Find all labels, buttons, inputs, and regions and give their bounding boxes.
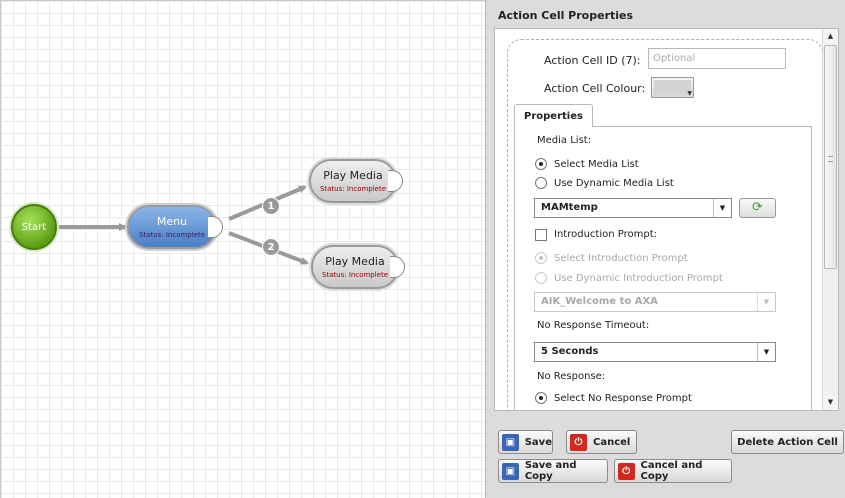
- intro-prompt-select[interactable]: AIK_Welcome to AXA ▼: [534, 292, 776, 312]
- cancel-copy-icon: ⏻: [618, 462, 635, 480]
- colour-picker-button[interactable]: ▼: [651, 77, 694, 98]
- connection-badge-1[interactable]: 1: [262, 197, 280, 215]
- play-media-node[interactable]: Play Media Status: Incomplete: [309, 159, 403, 203]
- menu-node-title: Menu: [156, 215, 188, 228]
- scrollbar-thumb[interactable]: [824, 45, 837, 269]
- menu-node-status: Status: Incomplete: [138, 231, 206, 239]
- save-button[interactable]: ▣ Save: [498, 430, 553, 454]
- properties-scrollbar[interactable]: ▲ ▼: [822, 29, 838, 410]
- scroll-down-icon[interactable]: ▼: [823, 395, 838, 410]
- media-list-select[interactable]: MAMtemp ▼: [534, 198, 732, 218]
- cancel-button-label: Cancel: [593, 436, 631, 448]
- play-media-node-status: Status: Incomplete: [321, 271, 389, 279]
- play-media-node[interactable]: Play Media Status: Incomplete: [311, 245, 405, 289]
- media-list-label: Media List:: [537, 135, 592, 146]
- menu-node[interactable]: Menu Status: Incomplete: [127, 205, 223, 249]
- media-list-select-value: MAMtemp: [541, 202, 598, 213]
- cancel-and-copy-button-label: Cancel and Copy: [640, 460, 703, 482]
- radio-select-intro-prompt[interactable]: [535, 252, 547, 264]
- play-media-node-title: Play Media: [323, 169, 383, 182]
- radio-select-media-list-label: Select Media List: [554, 159, 639, 170]
- intro-prompt-select-value: AIK_Welcome to AXA: [541, 296, 658, 307]
- no-response-label: No Response:: [537, 371, 606, 382]
- start-node[interactable]: Start: [11, 204, 57, 250]
- intro-prompt-checkbox[interactable]: [535, 229, 547, 241]
- save-and-copy-button[interactable]: ▣ Save and Copy: [498, 459, 608, 483]
- chevron-down-icon: ▼: [757, 343, 775, 361]
- delete-action-cell-button[interactable]: Delete Action Cell: [731, 430, 844, 454]
- radio-dynamic-intro-prompt[interactable]: [535, 272, 547, 284]
- radio-dynamic-media-list-label: Use Dynamic Media List: [554, 178, 674, 189]
- save-icon: ▣: [502, 433, 519, 451]
- play-media-node-status: Status: Incomplete: [319, 185, 387, 193]
- intro-prompt-label: Introduction Prompt:: [554, 229, 657, 240]
- save-and-copy-button-label: Save and Copy: [524, 460, 577, 482]
- save-button-label: Save: [524, 436, 552, 448]
- flow-connectors: [59, 185, 309, 265]
- cancel-and-copy-button[interactable]: ⏻ Cancel and Copy: [614, 459, 732, 483]
- radio-dynamic-intro-prompt-label: Use Dynamic Introduction Prompt: [554, 273, 723, 284]
- delete-action-cell-button-label: Delete Action Cell: [737, 436, 838, 448]
- panel-body: Action Cell ID (7): Action Cell Colour: …: [494, 28, 839, 411]
- tab-properties-label: Properties: [524, 110, 583, 122]
- colour-swatch: [654, 80, 691, 95]
- refresh-icon: ⟳: [752, 200, 763, 215]
- cancel-button[interactable]: ⏻ Cancel: [566, 430, 637, 454]
- chevron-down-icon: ▼: [687, 90, 692, 97]
- flow-canvas[interactable]: Start Menu Status: Incomplete Play Media…: [0, 0, 485, 498]
- no-response-timeout-value: 5 Seconds: [541, 346, 599, 357]
- chevron-down-icon: ▼: [713, 199, 731, 217]
- panel-title: Action Cell Properties: [498, 9, 634, 22]
- radio-select-no-response-prompt-label: Select No Response Prompt: [554, 393, 692, 404]
- chevron-down-icon: ▼: [757, 293, 775, 311]
- action-cell-colour-label: Action Cell Colour:: [544, 82, 646, 95]
- tab-properties[interactable]: Properties: [514, 104, 593, 127]
- action-cell-properties-panel: Action Cell Properties Action Cell ID (7…: [485, 0, 845, 498]
- radio-select-media-list[interactable]: [535, 158, 547, 170]
- no-response-timeout-select[interactable]: 5 Seconds ▼: [534, 342, 776, 362]
- action-cell-id-input[interactable]: [648, 48, 786, 69]
- action-cell-id-label: Action Cell ID (7):: [544, 54, 641, 67]
- refresh-button[interactable]: ⟳: [739, 198, 776, 218]
- scroll-up-icon[interactable]: ▲: [823, 29, 838, 44]
- start-node-label: Start: [21, 221, 47, 233]
- radio-dynamic-media-list[interactable]: [535, 177, 547, 189]
- grip-icon: [828, 156, 833, 162]
- connection-badge-2[interactable]: 2: [262, 238, 280, 256]
- save-copy-icon: ▣: [502, 462, 519, 480]
- radio-select-intro-prompt-label: Select Introduction Prompt: [554, 253, 688, 264]
- cancel-icon: ⏻: [570, 433, 587, 451]
- radio-select-no-response-prompt[interactable]: [535, 392, 547, 404]
- play-media-node-title: Play Media: [325, 255, 385, 268]
- no-response-timeout-label: No Response Timeout:: [537, 320, 650, 331]
- properties-tab-content: [514, 126, 812, 410]
